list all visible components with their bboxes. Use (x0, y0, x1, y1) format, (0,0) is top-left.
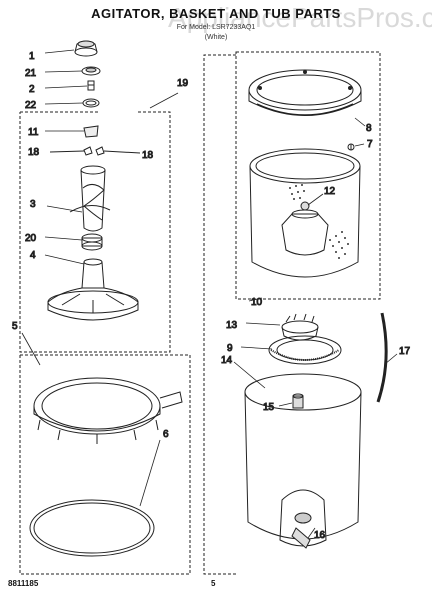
callout-4: 4 (30, 250, 36, 261)
callout-11: 11 (28, 127, 39, 138)
tub-ring-gasket (29, 499, 155, 557)
agitator-auger (69, 165, 111, 232)
agitator-cap (74, 40, 98, 57)
cam-part (83, 125, 99, 138)
spin-basket (249, 148, 361, 278)
callout-18-right: 18 (142, 150, 154, 161)
dog-parts (49, 146, 141, 156)
tub-gasket-strip (376, 312, 388, 403)
callout-15: 15 (263, 402, 275, 413)
callout-6: 6 (163, 429, 169, 440)
callout-10: 10 (251, 297, 263, 308)
cap-insert (81, 66, 101, 76)
page-title: AGITATOR, BASKET AND TUB PARTS (91, 6, 341, 21)
document-id: 8811185 (8, 579, 39, 588)
tub-seal-fitting (292, 393, 304, 409)
callout-3: 3 (30, 199, 36, 210)
callout-13: 13 (226, 320, 238, 331)
watermark: AppliancePartsPros.com (168, 2, 432, 33)
callout-16: 16 (314, 530, 326, 541)
agitator-seal-ring (82, 98, 100, 108)
callout-7: 7 (367, 139, 373, 150)
model-subtitle: For Model: LSR7233AQ1 (176, 24, 256, 31)
drain-hose-fitting (291, 527, 311, 549)
page-number: 5 (211, 579, 216, 588)
callout-5: 5 (12, 321, 18, 332)
drain-ring (268, 335, 342, 365)
balance-ring-screw (347, 143, 355, 151)
outer-tub (244, 373, 362, 547)
agitator-bolt (87, 80, 95, 91)
tub-ring (33, 377, 183, 444)
callout-1: 1 (29, 51, 35, 62)
color-subtitle: (White) (204, 34, 228, 41)
group-box-agitator (19, 111, 171, 353)
balance-ring (248, 69, 362, 116)
leader-line-basket-to-tub (203, 54, 236, 575)
callout-8: 8 (366, 123, 372, 134)
callout-2: 2 (29, 84, 35, 95)
callout-17: 17 (399, 346, 411, 357)
callout-21: 21 (25, 68, 37, 79)
leader-lines (21, 49, 398, 539)
callout-12: 12 (324, 186, 336, 197)
callout-22: 22 (25, 100, 37, 111)
callout-19: 19 (177, 78, 189, 89)
agitator-base (47, 258, 139, 321)
callout-20: 20 (25, 233, 37, 244)
basket-perforations (289, 184, 349, 259)
callout-18-left: 18 (28, 147, 40, 158)
callout-14: 14 (221, 355, 233, 366)
group-box-basket (235, 51, 381, 300)
callout-9: 9 (227, 343, 233, 354)
drive-bell (81, 233, 103, 251)
group-box-tub-ring (19, 354, 191, 575)
